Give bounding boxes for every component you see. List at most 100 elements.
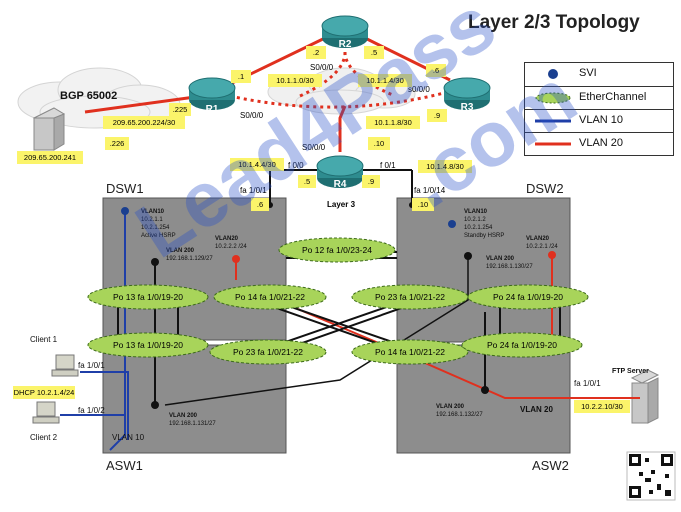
svg-text:.1: .1: [238, 72, 244, 81]
svg-text:Po 14 fa 1/0/21-22: Po 14 fa 1/0/21-22: [235, 292, 305, 302]
link-r4-cloud: [338, 105, 347, 152]
svg-text:10.2.2.10/30: 10.2.2.10/30: [581, 402, 623, 411]
dsw1-name: DSW1: [106, 181, 144, 196]
r4-interface: S0/0/0: [302, 143, 326, 152]
diagram-title: Layer 2/3 Topology: [468, 12, 640, 33]
svg-text:10.2.1.1: 10.2.1.1: [141, 217, 163, 223]
dsw2-box: [396, 197, 571, 343]
svg-text:.10: .10: [374, 139, 384, 148]
r1-label: R1: [206, 104, 219, 115]
client1-icon: [51, 354, 79, 377]
link-r2-cloud-dotted: [299, 51, 396, 98]
dsw1-box: [102, 197, 287, 341]
blue-line-icon: [535, 119, 571, 123]
svg-text:.6: .6: [257, 200, 263, 209]
router-r1: R1: [188, 77, 236, 115]
svi-dsw1-vlan20: [232, 255, 240, 263]
svg-text:10.1.1.8/30: 10.1.1.8/30: [374, 118, 412, 127]
router-r4: R4: [316, 155, 364, 190]
svg-text:10.2.2.2 /24: 10.2.2.2 /24: [215, 244, 247, 250]
svg-text:10.2.2.1 /24: 10.2.2.1 /24: [526, 244, 558, 250]
etherchannel-icon: [535, 92, 571, 104]
legend-vlan10: VLAN 10: [525, 109, 673, 132]
qr-code: [626, 451, 676, 501]
asw2-vlan20-label: VLAN 20: [520, 405, 553, 414]
etherchannel-po23-asw1: Po 23 fa 1/0/21-22: [209, 339, 327, 365]
svi-asw1-vlan200: [151, 401, 159, 409]
svi-dsw2-vlan200: [464, 252, 472, 260]
bgp-server-icon: [32, 107, 66, 151]
etherchannel-po13-dsw1: Po 13 fa 1/0/19-20: [87, 284, 209, 310]
svg-text:10.2.1.254: 10.2.1.254: [141, 225, 170, 231]
svg-text:.225: .225: [173, 105, 188, 114]
svi-dsw2-vlan10: [448, 220, 456, 228]
r1-interface: S0/0/0: [240, 111, 264, 120]
svg-text:Po 13 fa 1/0/19-20: Po 13 fa 1/0/19-20: [113, 340, 183, 350]
r4-label: R4: [334, 179, 347, 190]
ftp-server-label: FTP Server: [612, 368, 649, 375]
svg-text:192.168.1.129/27: 192.168.1.129/27: [166, 256, 213, 262]
svg-text:VLAN10: VLAN10: [141, 209, 165, 215]
svg-text:10.1.4.8/30: 10.1.4.8/30: [426, 162, 464, 171]
svi-dsw1-vlan200: [151, 258, 159, 266]
svi-icon: [548, 69, 558, 79]
svi-dsw1-vlan10: [121, 207, 129, 215]
asw1-vlan10-label: VLAN 10: [112, 433, 145, 442]
dsw1-fa101-label: fa 1/0/1: [240, 186, 267, 195]
svg-text:.9: .9: [434, 111, 440, 120]
svg-text:Po 23 fa 1/0/21-22: Po 23 fa 1/0/21-22: [233, 347, 303, 357]
svg-text:Po 24 fa 1/0/19-20: Po 24 fa 1/0/19-20: [487, 340, 557, 350]
r4-f01-label: f 0/1: [380, 161, 396, 170]
svg-text:VLAN20: VLAN20: [215, 236, 239, 242]
asw1-fa101-label: fa 1/0/1: [78, 361, 105, 370]
svg-text:VLAN 200: VLAN 200: [169, 413, 198, 419]
dsw2-name: DSW2: [526, 181, 564, 196]
dsw2-fa1014-label: fa 1/0/14: [414, 186, 446, 195]
svg-text:Po 24 fa 1/0/19-20: Po 24 fa 1/0/19-20: [493, 292, 563, 302]
red-line-icon: [535, 142, 571, 146]
svg-text:192.168.1.130/27: 192.168.1.130/27: [486, 264, 533, 270]
etherchannel-po24-asw2: Po 24 fa 1/0/19-20: [461, 332, 583, 358]
svg-text:.6: .6: [433, 66, 439, 75]
svg-text:DHCP 10.2.1.4/24: DHCP 10.2.1.4/24: [14, 388, 75, 397]
r4-f00-label: f 0/0: [288, 161, 304, 170]
svg-text:10.1.1.4/30: 10.1.1.4/30: [366, 76, 404, 85]
etherchannel-po13-asw1: Po 13 fa 1/0/19-20: [87, 332, 209, 358]
svg-text:.9: .9: [368, 177, 374, 186]
svg-text:10.2.1.254: 10.2.1.254: [464, 225, 493, 231]
legend: SVI EtherChannel VLAN 10 VLAN 20: [524, 62, 674, 156]
svg-text:VLAN 200: VLAN 200: [486, 256, 515, 262]
svg-text:10.1.4.4/30: 10.1.4.4/30: [238, 160, 276, 169]
svg-text:209.65.200.224/30: 209.65.200.224/30: [113, 118, 176, 127]
legend-etherchannel: EtherChannel: [525, 86, 673, 109]
svg-text:Po 14 fa 1/0/21-22: Po 14 fa 1/0/21-22: [375, 347, 445, 357]
r3-interface: s0/0/0: [408, 85, 430, 94]
bgp-label: BGP 65002: [60, 90, 117, 102]
svg-text:10.1.1.0/30: 10.1.1.0/30: [276, 76, 314, 85]
svg-text:.5: .5: [371, 48, 377, 57]
ftp-server-icon: [630, 369, 660, 424]
etherchannel-po14-asw2: Po 14 fa 1/0/21-22: [351, 339, 469, 365]
svg-text:209.65.200.241: 209.65.200.241: [24, 153, 76, 162]
r2-interface: S0/0/0: [310, 63, 334, 72]
asw1-name: ASW1: [106, 458, 143, 473]
svg-text:Standby HSRP: Standby HSRP: [464, 233, 504, 239]
etherchannel-po24-dsw2: Po 24 fa 1/0/19-20: [467, 284, 589, 310]
svg-text:10.2.1.2: 10.2.1.2: [464, 217, 486, 223]
svg-text:Po 13 fa 1/0/19-20: Po 13 fa 1/0/19-20: [113, 292, 183, 302]
legend-vlan20: VLAN 20: [525, 132, 673, 155]
svi-dsw2-vlan20: [548, 251, 556, 259]
layer3-label: Layer 3: [327, 200, 356, 209]
vlan20-asw2-wire: [247, 287, 640, 399]
r3-label: R3: [461, 102, 474, 113]
asw2-fa101-label: fa 1/0/1: [574, 379, 601, 388]
svg-text:192.168.1.132/27: 192.168.1.132/27: [436, 412, 483, 418]
svg-text:Po 12 fa 1/0/23-24: Po 12 fa 1/0/23-24: [302, 245, 372, 255]
etherchannel-po12-dsw: Po 12 fa 1/0/23-24: [278, 237, 396, 263]
client2-label: Client 2: [30, 433, 58, 442]
client2-icon: [32, 401, 60, 424]
svg-text:VLAN10: VLAN10: [464, 209, 488, 215]
svi-asw2-vlan200: [481, 386, 489, 394]
